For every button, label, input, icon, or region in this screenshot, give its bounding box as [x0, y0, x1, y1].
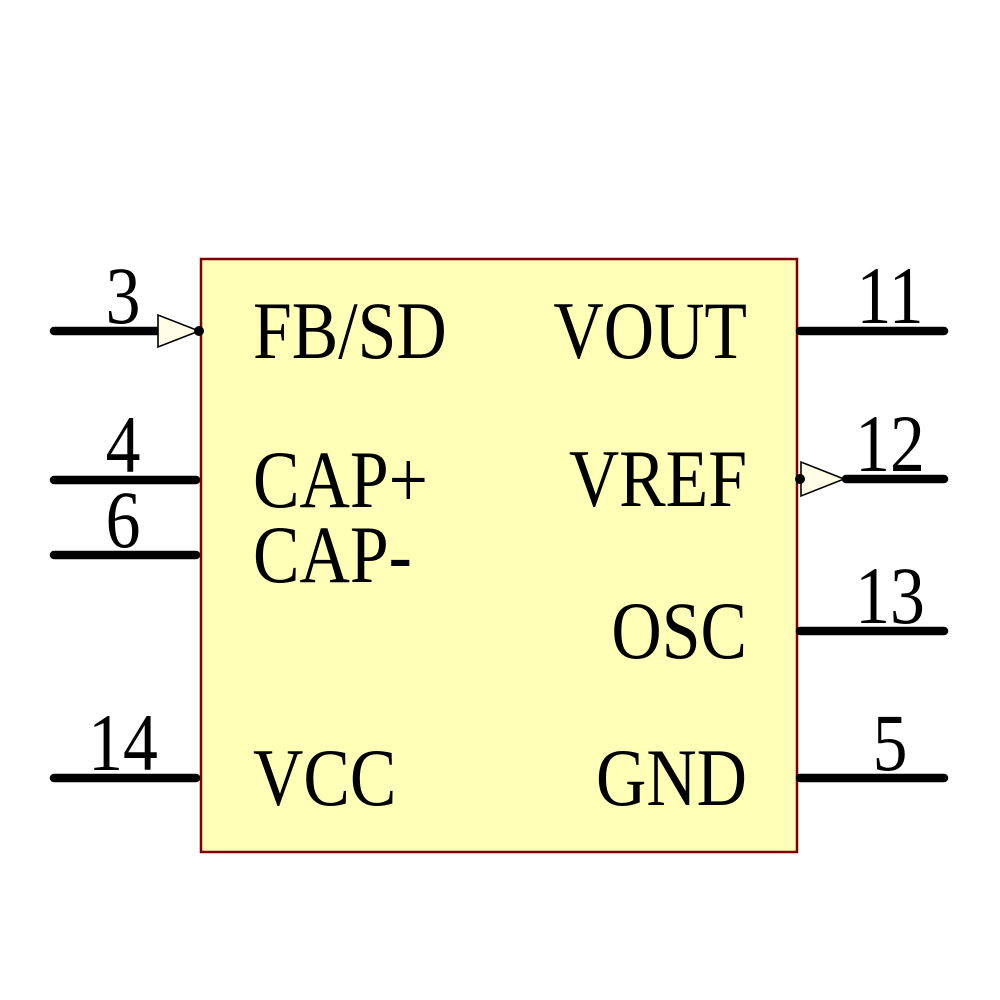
- pin-12-connection-dot: [795, 474, 805, 484]
- pin-3-input-arrow-icon: [157, 313, 202, 349]
- pin-number-13: 13: [855, 550, 925, 641]
- pin-number-3: 3: [105, 250, 141, 341]
- pin-label-vout: VOUT: [553, 285, 747, 376]
- pin-number-11: 11: [856, 250, 924, 341]
- pin-label-gnd: GND: [595, 732, 747, 823]
- pin-number-5: 5: [872, 697, 908, 788]
- pin-label-vref: VREF: [568, 433, 747, 524]
- pin-number-14: 14: [88, 697, 158, 788]
- pin-label-osc: OSC: [611, 585, 747, 676]
- pin-label-cap-plus: CAP+: [253, 434, 428, 525]
- pin-3-connection-dot: [194, 326, 204, 336]
- pin-number-12: 12: [855, 398, 925, 489]
- pin-number-6: 6: [105, 474, 141, 565]
- pin-label-fbsd: FB/SD: [253, 285, 447, 376]
- pin-label-cap-minus: CAP-: [253, 509, 412, 600]
- pin-number-4: 4: [105, 399, 141, 490]
- pin-label-vcc: VCC: [253, 732, 397, 823]
- component-body: [199, 257, 799, 854]
